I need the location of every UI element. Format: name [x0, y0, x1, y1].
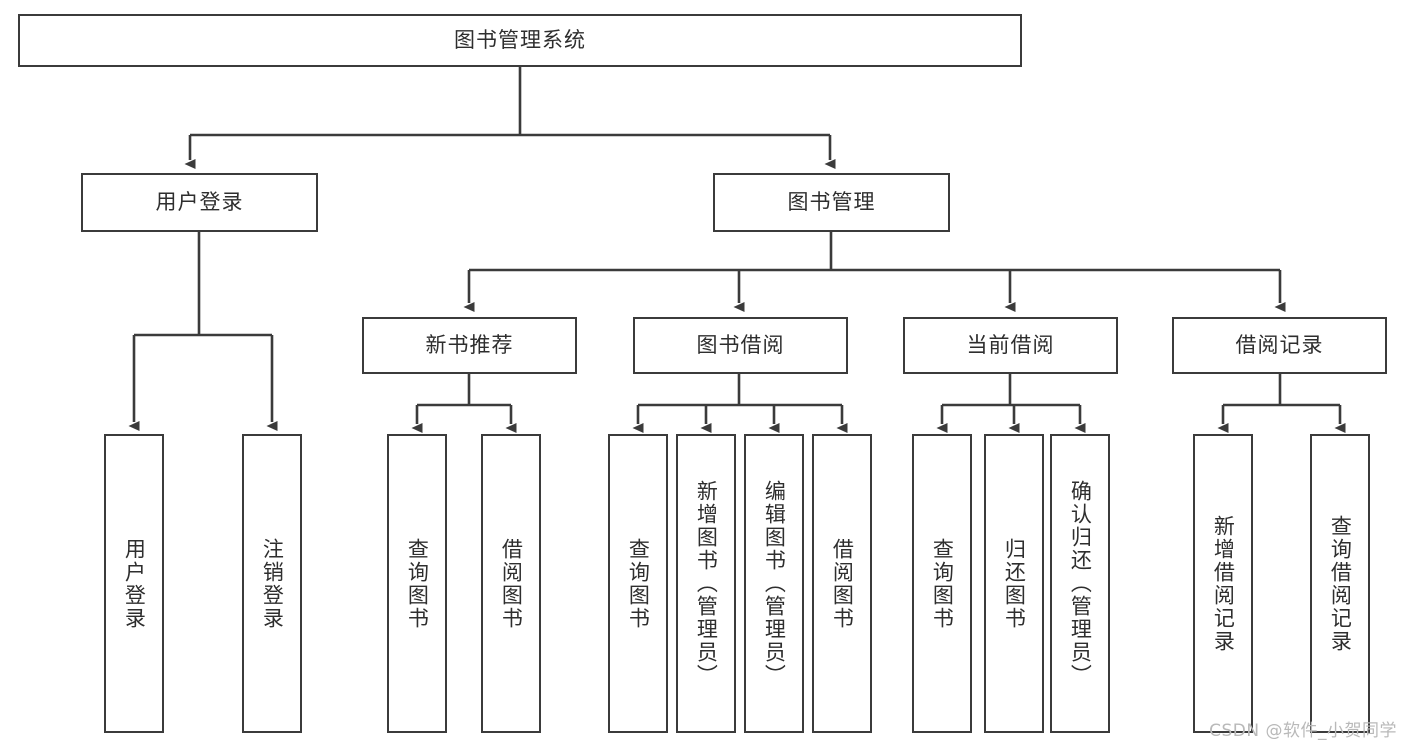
watermark: CSDN @软件_小贺同学 — [1209, 721, 1397, 741]
node-current-borrow[interactable]: 当前借阅 — [903, 317, 1118, 374]
leaf-user-login-label: 用户登录 — [122, 537, 147, 630]
leaf-add-book-admin-label: 新增图书（管理员） — [694, 480, 719, 687]
leaf-borrow-book-recommend[interactable]: 借阅图书 — [481, 434, 541, 733]
leaf-edit-book-admin-label: 编辑图书（管理员） — [762, 480, 787, 687]
leaf-logout-label: 注销登录 — [260, 537, 285, 630]
node-root[interactable]: 图书管理系统 — [18, 14, 1022, 67]
leaf-confirm-return-admin[interactable]: 确认归还（管理员） — [1050, 434, 1110, 733]
node-user-login-label: 用户登录 — [155, 189, 244, 214]
leaf-return-book-label: 归还图书 — [1002, 537, 1027, 630]
leaf-add-borrow-record-label: 新增借阅记录 — [1211, 514, 1236, 653]
leaf-borrow-book[interactable]: 借阅图书 — [812, 434, 872, 733]
node-root-label: 图书管理系统 — [454, 27, 586, 52]
node-current-borrow-label: 当前借阅 — [966, 332, 1055, 357]
node-new-book-recommend[interactable]: 新书推荐 — [362, 317, 577, 374]
leaf-query-book-current-label: 查询图书 — [930, 537, 955, 630]
leaf-query-book-recommend[interactable]: 查询图书 — [387, 434, 447, 733]
leaf-borrow-book-label: 借阅图书 — [830, 537, 855, 630]
leaf-query-borrow-record[interactable]: 查询借阅记录 — [1310, 434, 1370, 733]
node-new-book-recommend-label: 新书推荐 — [425, 332, 514, 357]
leaf-add-book-admin[interactable]: 新增图书（管理员） — [676, 434, 736, 733]
leaf-query-borrow-record-label: 查询借阅记录 — [1328, 514, 1353, 653]
leaf-borrow-book-recommend-label: 借阅图书 — [499, 537, 524, 630]
node-book-management-label: 图书管理 — [787, 189, 876, 214]
node-book-borrow-label: 图书借阅 — [696, 332, 785, 357]
node-borrow-record[interactable]: 借阅记录 — [1172, 317, 1387, 374]
node-borrow-record-label: 借阅记录 — [1235, 332, 1324, 357]
leaf-return-book[interactable]: 归还图书 — [984, 434, 1044, 733]
leaf-confirm-return-admin-label: 确认归还（管理员） — [1068, 480, 1093, 687]
leaf-query-book-borrow[interactable]: 查询图书 — [608, 434, 668, 733]
leaf-add-borrow-record[interactable]: 新增借阅记录 — [1193, 434, 1253, 733]
node-user-login[interactable]: 用户登录 — [81, 173, 318, 232]
leaf-query-book-current[interactable]: 查询图书 — [912, 434, 972, 733]
node-book-management[interactable]: 图书管理 — [713, 173, 950, 232]
leaf-edit-book-admin[interactable]: 编辑图书（管理员） — [744, 434, 804, 733]
leaf-query-book-recommend-label: 查询图书 — [405, 537, 430, 630]
leaf-user-login[interactable]: 用户登录 — [104, 434, 164, 733]
leaf-logout[interactable]: 注销登录 — [242, 434, 302, 733]
leaf-query-book-borrow-label: 查询图书 — [626, 537, 651, 630]
node-book-borrow[interactable]: 图书借阅 — [633, 317, 848, 374]
